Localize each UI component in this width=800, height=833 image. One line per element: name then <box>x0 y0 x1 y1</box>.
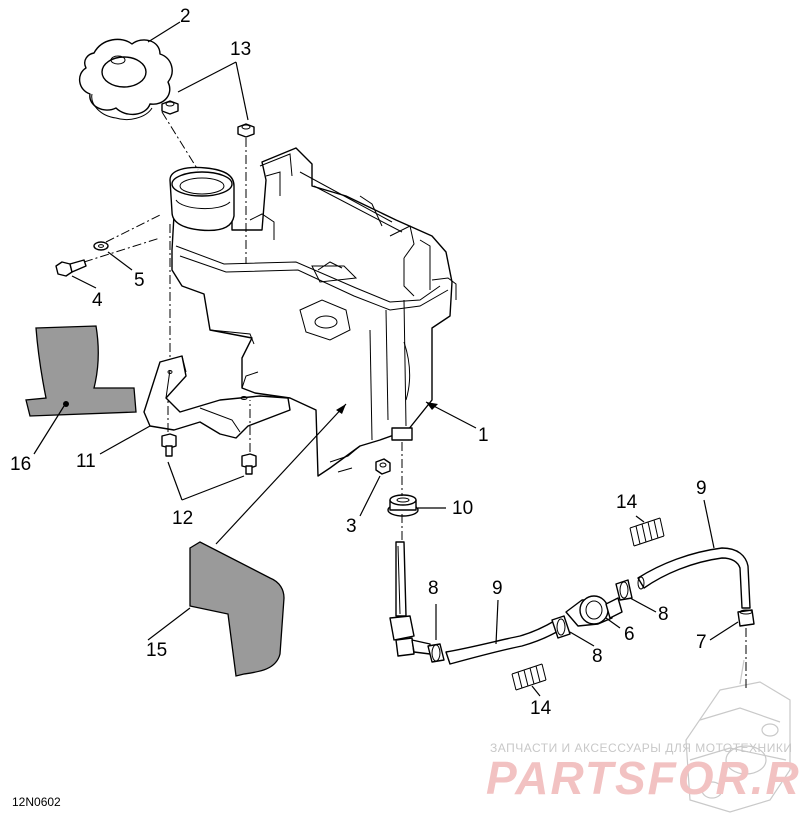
arrowhead-1 <box>426 402 438 410</box>
arrowhead-15 <box>336 404 346 414</box>
callout-7: 7 <box>696 632 707 653</box>
nut <box>375 458 391 475</box>
callout-14a: 14 <box>616 492 638 513</box>
callout-labels: 2 13 4 5 1 11 16 12 3 10 15 8 9 8 6 8 7 … <box>10 6 707 719</box>
assembly-lines <box>83 111 747 690</box>
callout-15: 15 <box>146 640 167 661</box>
watermark: ЗАПЧАСТИ И АКСЕССУАРЫ ДЛЯ МОТОТЕХНИКИ PA… <box>486 741 800 804</box>
upper-nuts <box>161 100 255 138</box>
callout-16: 16 <box>10 454 31 475</box>
callout-14b: 14 <box>530 698 552 719</box>
fuel-cap <box>79 38 173 121</box>
callout-9b: 9 <box>696 478 707 499</box>
washer <box>93 241 109 251</box>
watermark-brand: PARTSFOR.RU <box>486 752 800 804</box>
callout-8c: 8 <box>658 604 669 625</box>
callout-4: 4 <box>92 290 103 311</box>
check-valve <box>565 595 623 627</box>
lower-screws <box>161 433 257 475</box>
oil-reservoir-tank <box>171 147 457 477</box>
upper-hose <box>637 547 751 609</box>
lower-pad <box>189 541 285 677</box>
callout-2: 2 <box>180 6 191 27</box>
callout-10: 10 <box>452 498 473 519</box>
diagram-code: 12N0602 <box>12 795 61 809</box>
callout-6: 6 <box>624 624 635 645</box>
bracket <box>143 355 291 439</box>
pickup-fitting <box>389 541 431 657</box>
callout-8a: 8 <box>428 578 439 599</box>
callout-12: 12 <box>172 508 193 529</box>
callout-13: 13 <box>230 39 251 60</box>
left-pad <box>25 325 137 417</box>
springs <box>511 517 665 691</box>
callout-1: 1 <box>478 425 489 446</box>
oil-pump-ghost <box>685 659 791 813</box>
hose-connector <box>737 609 755 627</box>
grommet <box>387 494 419 517</box>
lower-hose <box>445 619 561 665</box>
callout-5: 5 <box>134 270 145 291</box>
callout-11: 11 <box>76 451 96 472</box>
bolt <box>55 259 87 277</box>
hose-clamps <box>427 579 633 663</box>
callout-9a: 9 <box>492 578 503 599</box>
callout-8b: 8 <box>592 646 603 667</box>
filler-neck <box>169 166 235 232</box>
watermark-subtitle: ЗАПЧАСТИ И АКСЕССУАРЫ ДЛЯ МОТОТЕХНИКИ <box>490 741 792 755</box>
callout-3: 3 <box>346 516 357 537</box>
leader-lines <box>33 21 739 697</box>
